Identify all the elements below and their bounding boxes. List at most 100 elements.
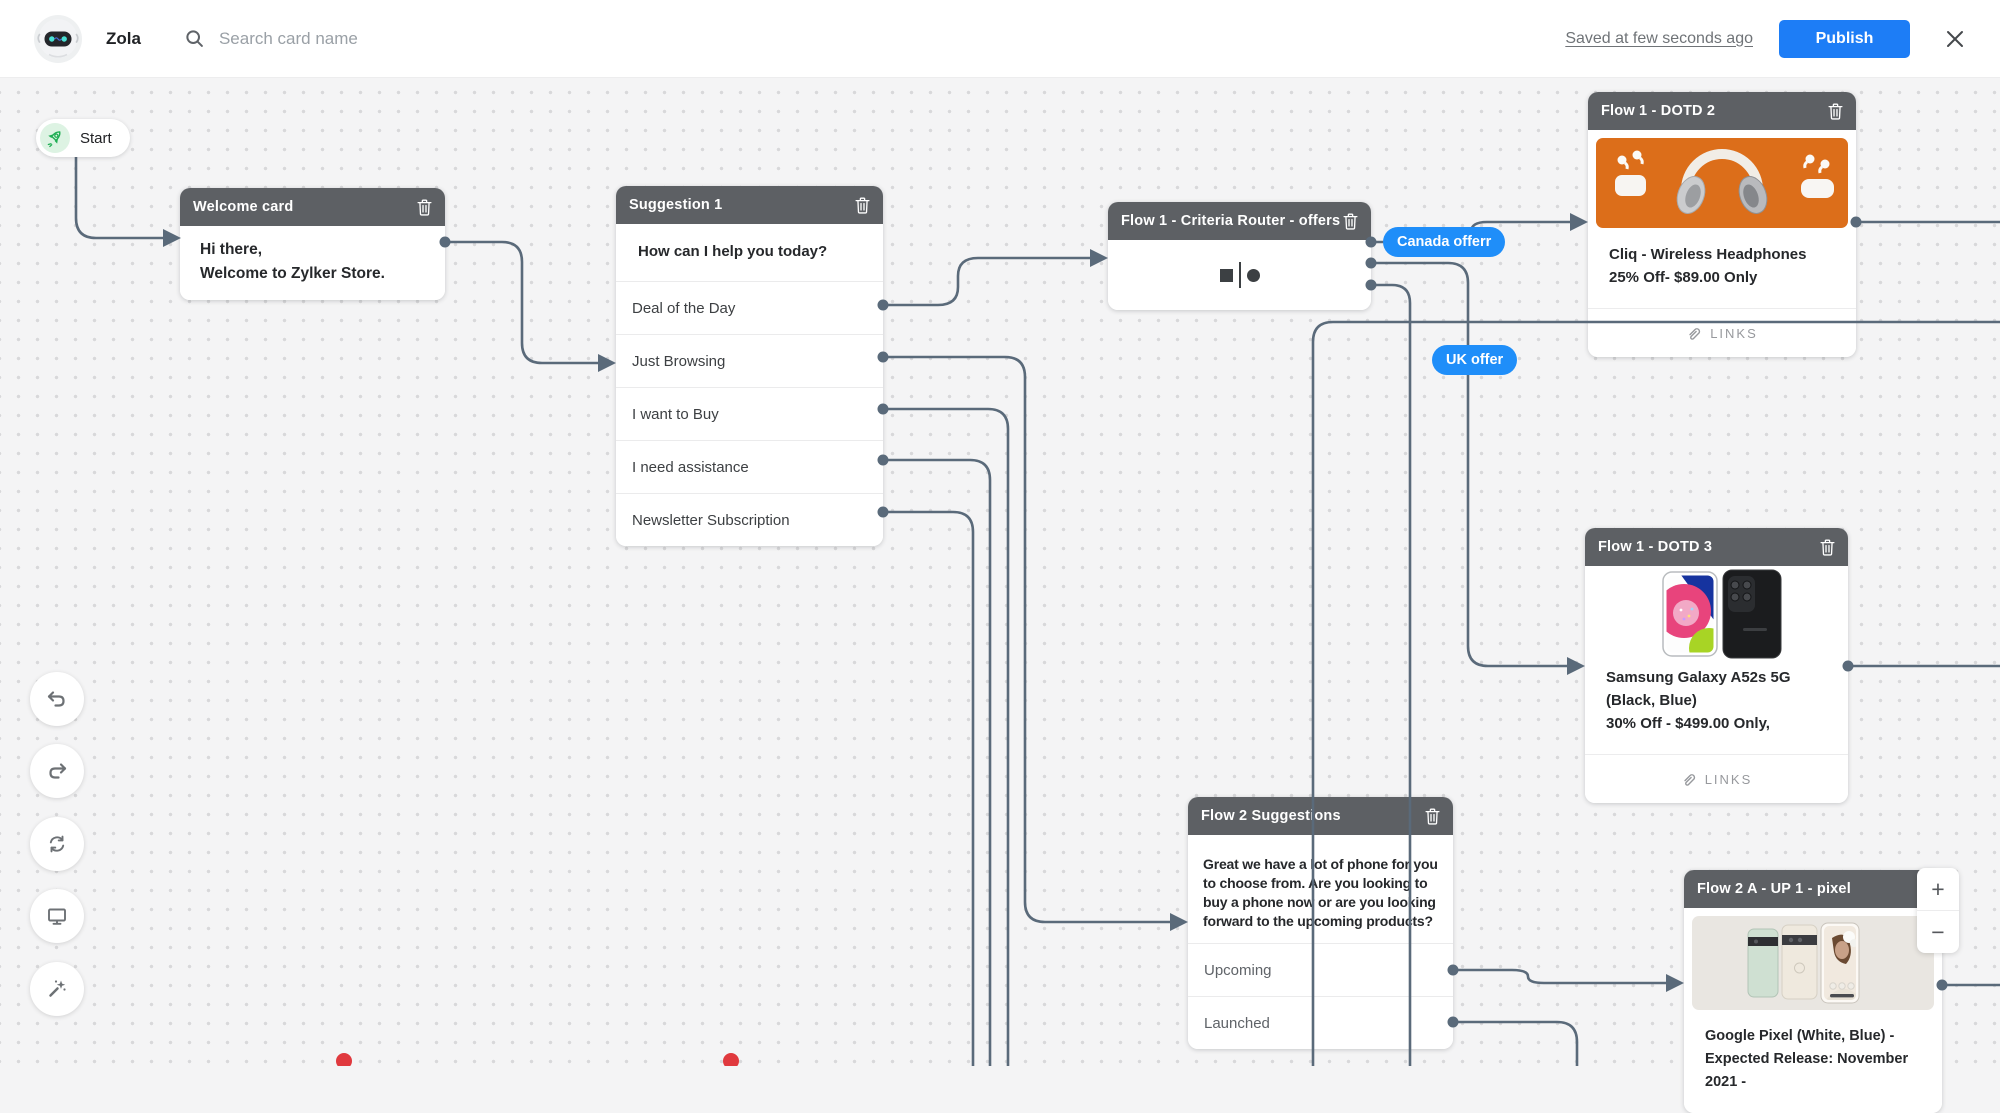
arrow-into-router: [1090, 249, 1108, 267]
links-label: LINKS: [1710, 325, 1758, 341]
wire-justbrowsing-flow2: [883, 355, 1171, 924]
paperclip-icon: [1684, 773, 1695, 786]
links-label: LINKS: [1704, 771, 1753, 787]
disconnected-endpoint[interactable]: [723, 1053, 739, 1066]
card-flow2-suggestions[interactable]: Flow 2 Suggestions Great we have a lot o…: [1188, 797, 1453, 1049]
card-welcome[interactable]: Welcome card Hi there, Welcome to Zylker…: [180, 188, 445, 300]
start-label: Start: [80, 129, 112, 147]
card-message: How can I help you today?: [638, 243, 828, 260]
product-offer: 30% Off - $499.00 Only,: [1606, 715, 1770, 732]
search-icon: [186, 29, 203, 47]
criteria-router-icon: [1108, 240, 1371, 310]
flow-canvas[interactable]: Start Welcome card Hi there, Welcome to …: [0, 78, 2000, 1113]
product-name: Samsung Galaxy A52s 5G (Black, Blue): [1606, 669, 1791, 709]
zoom-out-button[interactable]: −: [1931, 918, 1945, 945]
wire-welcome-suggestion1: [445, 240, 599, 365]
publish-button[interactable]: Publish: [1779, 19, 1910, 58]
card-suggestion-1-header[interactable]: Suggestion 1: [616, 186, 883, 224]
card-criteria-router[interactable]: Flow 1 - Criteria Router - offers: [1108, 202, 1371, 310]
bot-avatar: [34, 14, 82, 63]
card-title: Suggestion 1: [629, 197, 723, 213]
card-message: Great we have a lot of phone for you to …: [1203, 856, 1438, 929]
search-input[interactable]: [216, 27, 641, 50]
zoom-in-button[interactable]: +: [1917, 868, 1959, 911]
input-arrows: [163, 213, 1684, 992]
option-row: Upcoming: [1188, 943, 1453, 996]
close-icon[interactable]: [1944, 28, 1966, 50]
trash-icon[interactable]: [1820, 539, 1835, 556]
saved-status-link[interactable]: Saved at few seconds ago: [1565, 29, 1753, 47]
links-footer[interactable]: LINKS: [1585, 754, 1848, 803]
welcome-line: Hi there,: [200, 241, 263, 258]
undo-button[interactable]: [30, 672, 84, 726]
top-bar: Zola Saved at few seconds ago Publish: [0, 0, 2000, 78]
wire-launched-down: [1453, 1020, 1579, 1066]
branch-badge-uk[interactable]: UK offer: [1432, 345, 1518, 375]
trash-icon[interactable]: [855, 197, 870, 214]
card-welcome-header[interactable]: Welcome card: [180, 188, 445, 226]
product-line: Expected Release: November 2021 -: [1705, 1051, 1909, 1090]
wire-upcoming-pixel: [1453, 968, 1667, 985]
product-image-samsung: [1661, 569, 1781, 659]
rocket-icon: [40, 123, 70, 153]
option-row: Just Browsing: [616, 334, 883, 387]
welcome-line: Welcome to Zylker Store.: [200, 265, 385, 282]
arrow-into-suggestion1: [598, 354, 616, 372]
wire-newsletter-down: [883, 510, 975, 1066]
card-pixel-header[interactable]: Flow 2 A - UP 1 - pixel: [1684, 870, 1942, 908]
redo-button[interactable]: [30, 744, 84, 798]
trash-icon[interactable]: [1828, 103, 1843, 120]
disconnected-endpoint[interactable]: [336, 1053, 352, 1066]
option-row: Newsletter Subscription: [616, 493, 883, 546]
product-line: Google Pixel (White, Blue) -: [1705, 1028, 1895, 1044]
card-title: Flow 1 - Criteria Router - offers: [1121, 213, 1341, 229]
wire-iwanttobuy-down: [883, 407, 1010, 1066]
card-title: Flow 2 A - UP 1 - pixel: [1697, 881, 1851, 897]
card-criteria-router-header[interactable]: Flow 1 - Criteria Router - offers: [1108, 202, 1371, 240]
wire-start-welcome: [74, 150, 164, 240]
card-title: Flow 2 Suggestions: [1201, 808, 1341, 824]
links-footer[interactable]: LINKS: [1588, 308, 1856, 357]
card-flow2-suggestions-header[interactable]: Flow 2 Suggestions: [1188, 797, 1453, 835]
option-row: I want to Buy: [616, 387, 883, 440]
paperclip-icon: [1689, 327, 1701, 340]
card-title: Flow 1 - DOTD 3: [1598, 539, 1713, 555]
product-offer: 25% Off- $89.00 Only: [1609, 269, 1758, 286]
arrow-into-flow2: [1170, 913, 1188, 931]
trash-icon[interactable]: [417, 199, 432, 216]
wire-ineedassistance-down: [883, 458, 992, 1066]
card-pixel[interactable]: Flow 2 A - UP 1 - pixel: [1684, 870, 1942, 1113]
bot-name: Zola: [106, 28, 141, 48]
start-node[interactable]: Start: [36, 119, 130, 157]
card-suggestion-1[interactable]: Suggestion 1 How can I help you today? D…: [616, 186, 883, 546]
arrow-into-dotd2: [1570, 213, 1588, 231]
arrow-into-welcome: [163, 229, 181, 247]
magic-wand-icon: [49, 980, 66, 997]
trash-icon[interactable]: [1343, 213, 1358, 230]
card-dotd-2-header[interactable]: Flow 1 - DOTD 2: [1588, 92, 1856, 130]
wire-deal-router: [883, 256, 1091, 307]
zoom-control: + −: [1917, 868, 1959, 953]
preview-button[interactable]: [30, 889, 84, 943]
option-row: Deal of the Day: [616, 281, 883, 334]
card-dotd-2[interactable]: Flow 1 - DOTD 2 Cliq: [1588, 92, 1856, 357]
sync-icon: [49, 835, 65, 853]
trash-icon[interactable]: [1425, 808, 1440, 825]
card-title: Flow 1 - DOTD 2: [1601, 103, 1716, 119]
sync-button[interactable]: [30, 817, 84, 871]
undo-icon: [47, 691, 65, 707]
card-title: Welcome card: [193, 199, 294, 215]
card-dotd-3-header[interactable]: Flow 1 - DOTD 3: [1585, 528, 1848, 566]
magic-wand-button[interactable]: [30, 962, 84, 1016]
option-row: I need assistance: [616, 440, 883, 493]
branch-badge-canada[interactable]: Canada offerr: [1383, 227, 1506, 257]
product-image-pixel: [1692, 916, 1934, 1010]
product-image-headphones: [1596, 138, 1848, 228]
product-name: Cliq - Wireless Headphones: [1609, 246, 1807, 263]
arrow-into-pixel: [1666, 974, 1684, 992]
card-dotd-3[interactable]: Flow 1 - DOTD 3: [1585, 528, 1848, 803]
redo-icon: [49, 763, 67, 779]
monitor-icon: [48, 908, 66, 925]
wire-router-dotd3: [1371, 261, 1568, 668]
option-row: Launched: [1188, 996, 1453, 1049]
